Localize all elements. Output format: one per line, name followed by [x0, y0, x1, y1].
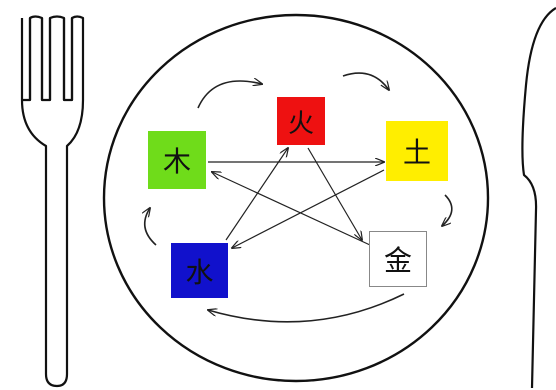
arrow-wood-to-fire — [198, 81, 262, 108]
arrow-earth-to-metal — [442, 195, 452, 226]
fire-node: 火 — [277, 97, 325, 145]
wood-label: 木 — [163, 140, 191, 180]
water-node: 水 — [171, 243, 228, 298]
arrow-earth-to-water — [232, 170, 384, 248]
fire-label: 火 — [288, 103, 314, 140]
water-label: 水 — [185, 251, 213, 291]
earth-node: 土 — [386, 121, 448, 181]
wood-node: 木 — [148, 131, 206, 189]
plate-icon — [104, 15, 488, 381]
overcoming-cycle-arrows — [208, 148, 384, 248]
earth-label: 土 — [403, 131, 431, 171]
arrow-water-to-wood — [145, 208, 156, 245]
fork-icon — [22, 17, 83, 387]
metal-label: 金 — [384, 239, 412, 279]
knife-icon — [522, 8, 556, 388]
arrow-metal-to-water — [208, 294, 404, 322]
arrow-metal-to-wood — [212, 172, 370, 245]
arrow-fire-to-earth — [343, 73, 389, 90]
metal-node: 金 — [369, 231, 427, 287]
